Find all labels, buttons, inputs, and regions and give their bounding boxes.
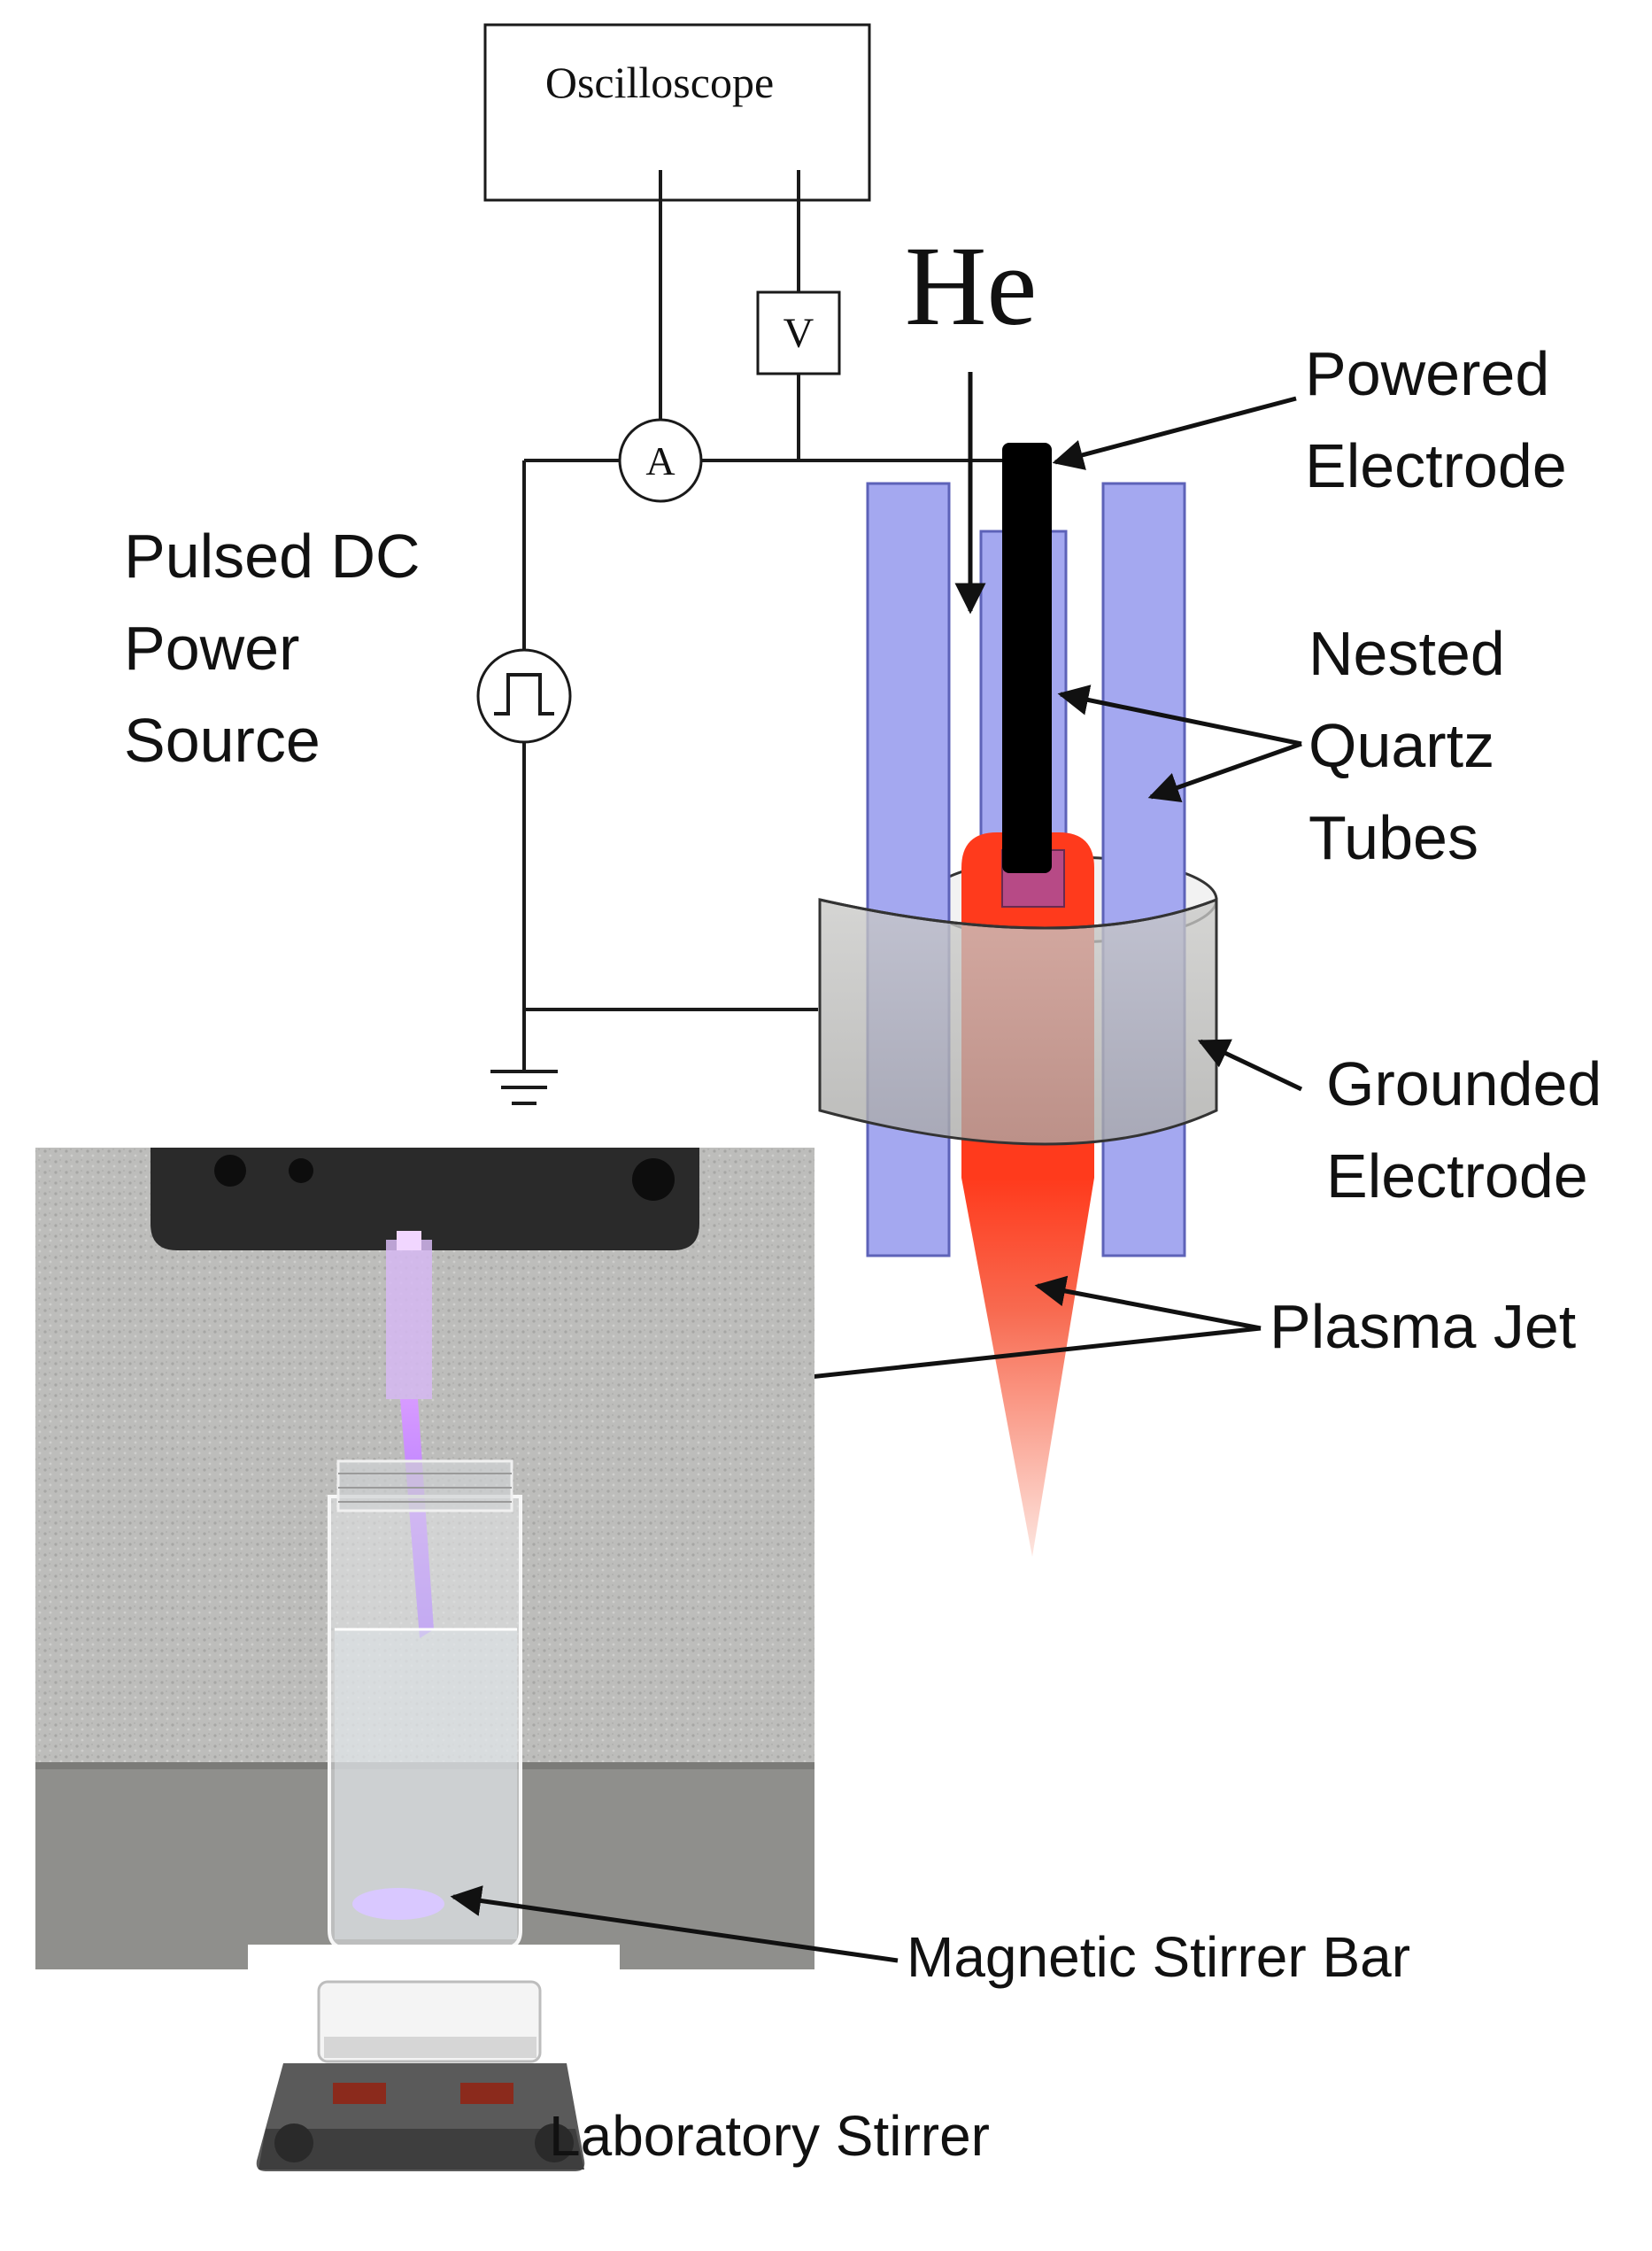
power-source-label-line1: Pulsed DC <box>124 522 421 591</box>
plasma-jet-arrow-diagram <box>1034 1275 1262 1331</box>
stirrer-bar-arrow <box>450 1885 899 1963</box>
grounded-electrode-label-line1: Grounded <box>1326 1049 1602 1118</box>
plasma-jet-cone <box>961 1178 1094 1557</box>
quartz-tubes-label-line2: Quartz <box>1308 711 1494 780</box>
plasma-jet-label: Plasma Jet <box>1270 1292 1576 1361</box>
quartz-tube-inner-arrow <box>1057 685 1302 746</box>
magnetic-stirrer-bar-photo <box>352 1888 444 1920</box>
ammeter: A <box>618 418 703 503</box>
powered-electrode-label-line2: Electrode <box>1305 431 1567 500</box>
quartz-tubes-label-line1: Nested <box>1308 619 1505 688</box>
voltmeter-label: V <box>784 310 814 357</box>
plasma-jet-device <box>818 443 1218 1557</box>
power-source-label-line3: Source <box>124 706 320 775</box>
oscilloscope: Oscilloscope <box>483 23 871 202</box>
voltmeter: V <box>756 290 841 375</box>
circuit-wires <box>490 170 1015 1105</box>
experiment-photo <box>35 1148 814 1969</box>
quartz-tubes-label-line3: Tubes <box>1308 803 1478 872</box>
laboratory-stirrer-label: Laboratory Stirrer <box>549 2104 990 2168</box>
grounded-electrode-arrow <box>1197 1039 1303 1092</box>
outer-quartz-tube-left <box>866 482 951 1257</box>
ammeter-label: A <box>645 438 675 483</box>
stirrer-bar-label: Magnetic Stirrer Bar <box>907 1925 1410 1989</box>
oscilloscope-label: Oscilloscope <box>545 58 774 107</box>
powered-electrode <box>1002 443 1052 873</box>
stirrer-knob-left <box>274 2123 313 2162</box>
grounded-electrode-label-line2: Electrode <box>1326 1141 1588 1211</box>
quartz-tube-outer-arrow <box>1147 741 1302 803</box>
pulsed-dc-source-symbol <box>476 648 572 744</box>
ground-symbol <box>490 1070 558 1105</box>
powered-electrode-label-line1: Powered <box>1305 339 1549 408</box>
powered-electrode-arrow <box>1052 396 1297 470</box>
jet-nozzle-housing <box>151 1148 699 1250</box>
helium-gas-label: He <box>905 223 1037 349</box>
stirrer-knob-right <box>535 2123 574 2162</box>
laboratory-stirrer-image <box>256 1980 585 2171</box>
glass-nozzle <box>386 1240 432 1399</box>
grounded-electrode-ring <box>818 897 1218 1146</box>
power-source-label-line2: Power <box>124 614 299 683</box>
